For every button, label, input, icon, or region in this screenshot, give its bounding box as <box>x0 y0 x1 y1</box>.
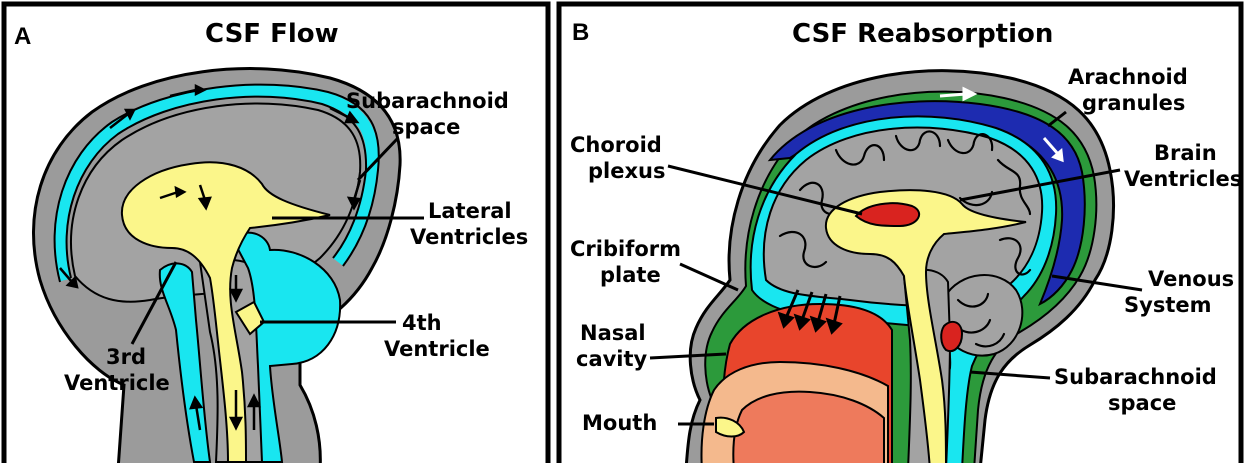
label-mouth: Mouth <box>582 411 657 435</box>
panel-b: B CSF Reabsorption Arachnoid granules Ch… <box>559 4 1242 463</box>
panel-b-letter: B <box>572 19 589 46</box>
label-arachnoid-1: Arachnoid <box>1068 65 1188 89</box>
label-arachnoid-2: granules <box>1082 91 1185 115</box>
label-nasal-1: Nasal <box>580 321 646 345</box>
panel-a-title: CSF Flow <box>205 19 339 49</box>
label-subarachnoid-a-1: Subarachnoid <box>346 89 509 113</box>
panel-a: A CSF Flow Subarachnoid space Lateral Ve… <box>4 4 548 463</box>
label-third-1: 3rd <box>106 345 146 369</box>
label-fourth-2: Ventricle <box>384 337 490 361</box>
label-subarachnoid-b-1: Subarachnoid <box>1054 365 1217 389</box>
label-cribiform-2: plate <box>600 263 661 287</box>
panel-b-choroid-plexus-2 <box>941 322 962 351</box>
label-choroid-1: Choroid <box>570 133 662 157</box>
label-subarachnoid-a-2: space <box>392 115 460 139</box>
panel-a-letter: A <box>14 23 31 50</box>
label-brain-1: Brain <box>1154 141 1217 165</box>
label-lateral-1: Lateral <box>428 199 512 223</box>
label-fourth-1: 4th <box>402 311 442 335</box>
panel-b-title: CSF Reabsorption <box>792 19 1053 49</box>
label-venous-1: Venous <box>1148 267 1234 291</box>
label-subarachnoid-b-2: space <box>1108 391 1176 415</box>
label-cribiform-1: Cribiform <box>570 237 681 261</box>
label-brain-2: Ventricles <box>1124 167 1242 191</box>
label-third-2: Ventricle <box>64 371 170 395</box>
label-choroid-2: plexus <box>588 159 665 183</box>
label-lateral-2: Ventricles <box>410 225 528 249</box>
label-venous-2: System <box>1124 293 1211 317</box>
label-nasal-2: cavity <box>576 347 648 371</box>
